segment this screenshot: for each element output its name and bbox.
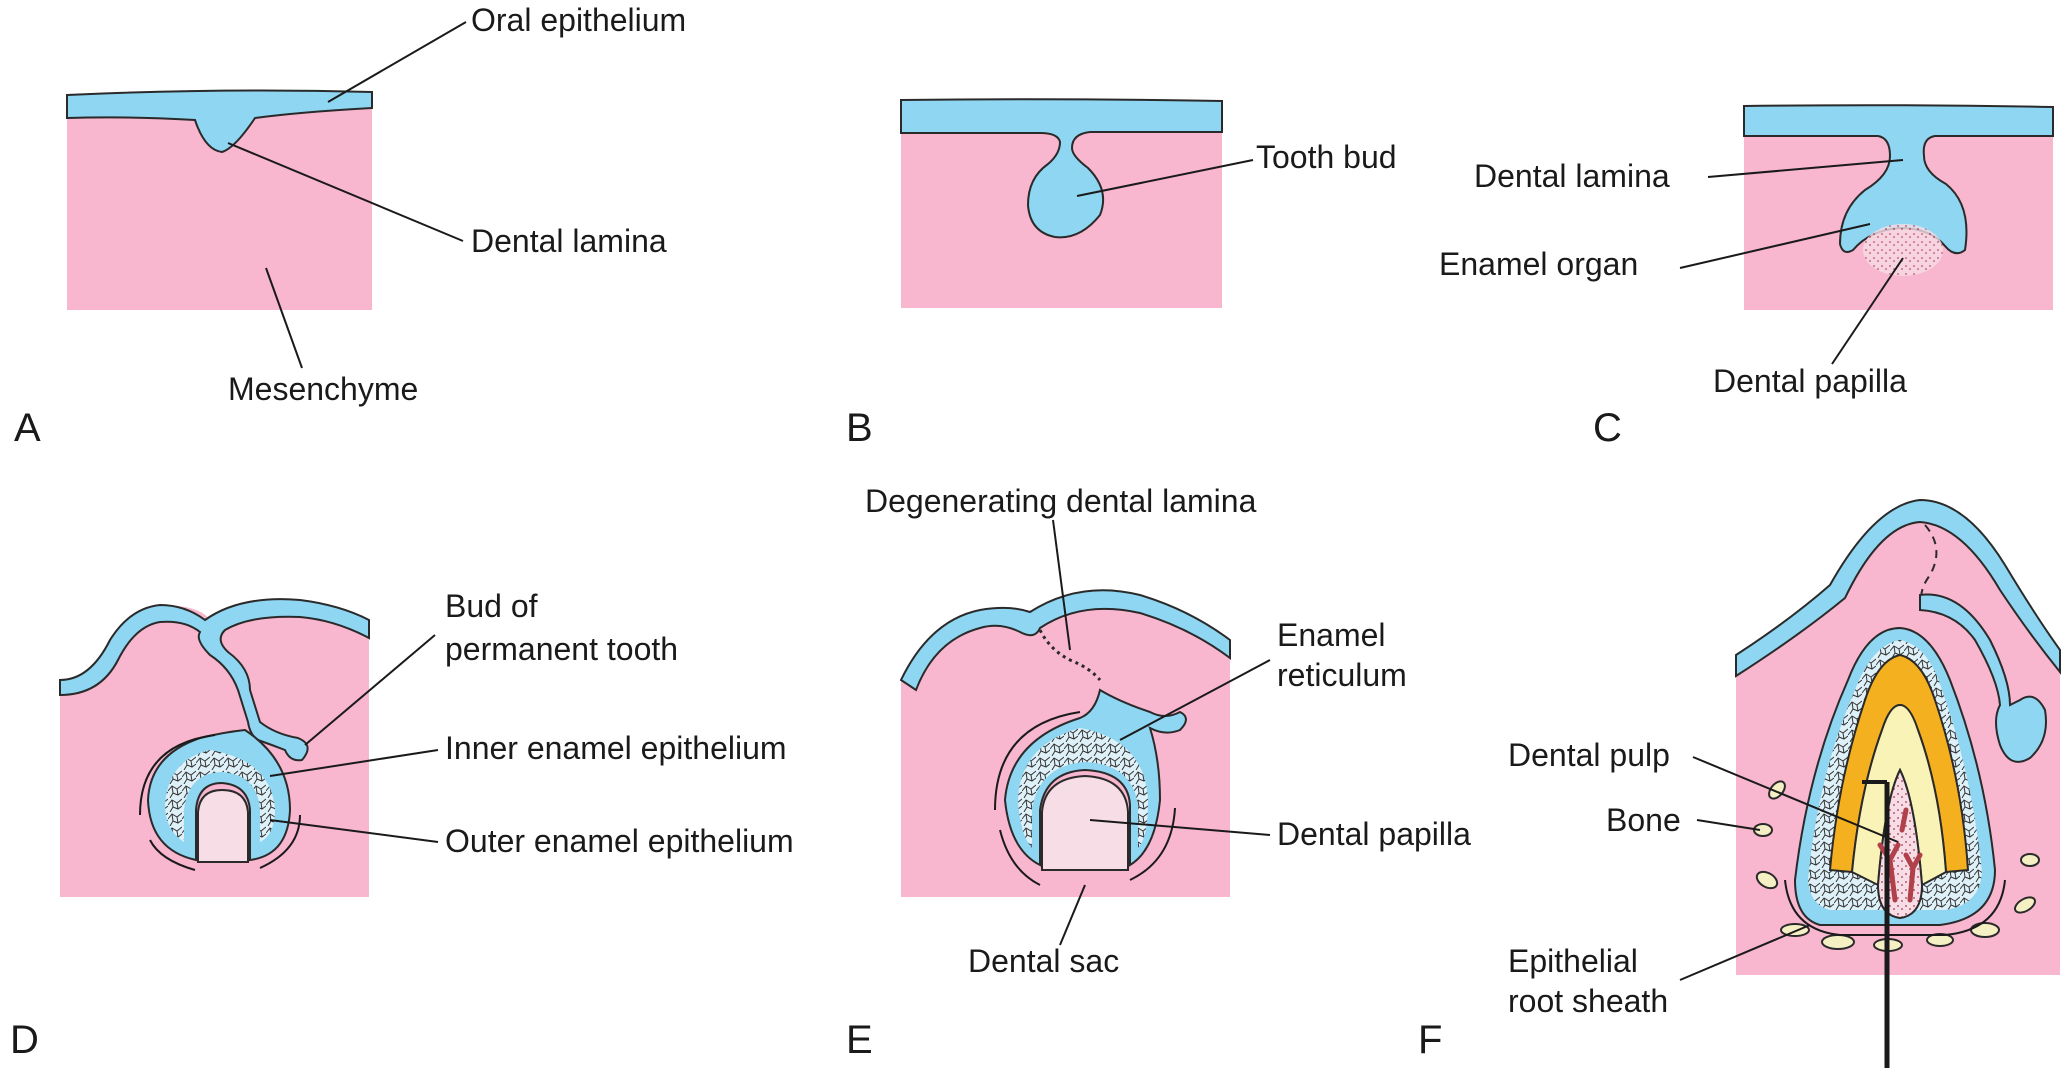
- panel-a: Oral epithelium Dental lamina Mesenchyme…: [14, 2, 686, 450]
- panel-c: Dental lamina Enamel organ Dental papill…: [1439, 105, 2053, 450]
- label-dental-sac: Dental sac: [968, 943, 1119, 979]
- panel-e: Degenerating dental lamina Enamel reticu…: [846, 483, 1471, 1062]
- label-bud-line1: Bud of: [445, 588, 538, 624]
- panel-letter-f: F: [1418, 1018, 1442, 1062]
- panel-letter-e: E: [846, 1018, 873, 1062]
- dental-papilla-condensation: [1863, 224, 1943, 276]
- label-oral-epithelium: Oral epithelium: [471, 2, 686, 38]
- label-dental-papilla-e: Dental papilla: [1277, 816, 1471, 852]
- label-bud-line2: permanent tooth: [445, 631, 678, 667]
- label-degenerating: Degenerating dental lamina: [865, 483, 1257, 519]
- panel-f: Dental pulp Bone Epithelial root sheath …: [1418, 500, 2060, 1068]
- label-inner-enamel: Inner enamel epithelium: [445, 730, 787, 766]
- panel-letter-a: A: [14, 406, 41, 450]
- label-dental-pulp: Dental pulp: [1508, 737, 1670, 773]
- label-dental-lamina-a: Dental lamina: [471, 223, 667, 259]
- panel-d: Bud of permanent tooth Inner enamel epit…: [10, 588, 794, 1062]
- label-bone: Bone: [1606, 802, 1681, 838]
- dental-papilla-d: [198, 790, 248, 862]
- panel-b: Tooth bud B: [846, 99, 1397, 450]
- panel-letter-c: C: [1593, 406, 1622, 450]
- panel-letter-b: B: [846, 406, 873, 450]
- label-dental-papilla-c: Dental papilla: [1713, 363, 1907, 399]
- label-root-sheath-line2: root sheath: [1508, 983, 1668, 1019]
- label-root-sheath-line1: Epithelial: [1508, 943, 1638, 979]
- label-outer-enamel: Outer enamel epithelium: [445, 823, 794, 859]
- label-tooth-bud: Tooth bud: [1256, 139, 1397, 175]
- panel-letter-d: D: [10, 1018, 39, 1062]
- label-reticulum-line2: reticulum: [1277, 657, 1407, 693]
- label-enamel-organ: Enamel organ: [1439, 246, 1638, 282]
- leader-oral-epithelium: [328, 22, 466, 102]
- label-dental-lamina-c: Dental lamina: [1474, 158, 1670, 194]
- label-reticulum-line1: Enamel: [1277, 617, 1386, 653]
- label-mesenchyme: Mesenchyme: [228, 371, 418, 407]
